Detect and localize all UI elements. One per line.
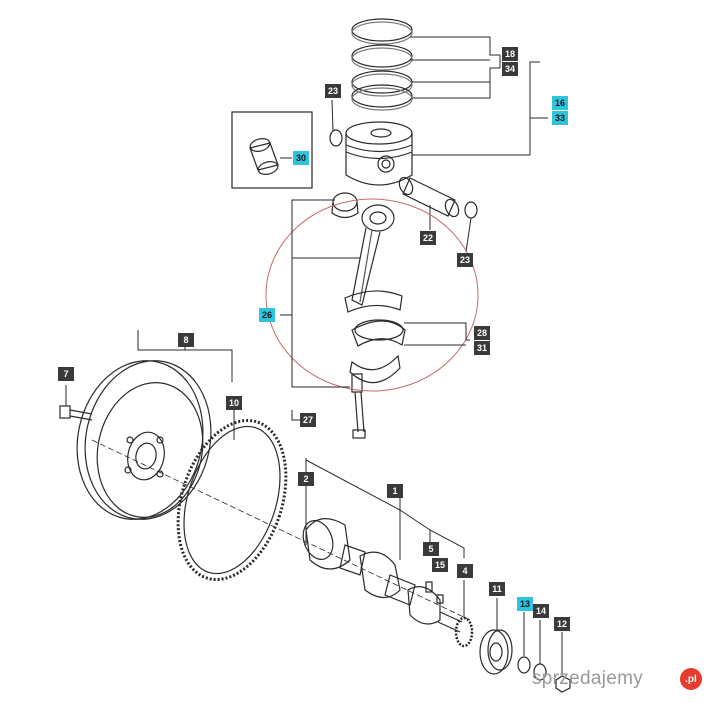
callout-14: 14 (533, 604, 549, 618)
woodruff-key (436, 594, 444, 604)
piston-pin (398, 176, 460, 230)
callout-4: 4 (457, 564, 473, 578)
rod-bracket (280, 199, 470, 421)
crank-nut (555, 632, 571, 693)
crank-bracket (305, 458, 465, 560)
callout-22: 22 (420, 231, 436, 245)
callout-23-right: 23 (457, 253, 473, 267)
callout-23-top: 23 (325, 84, 341, 98)
callout-34: 34 (502, 62, 518, 76)
callout-13: 13 (517, 597, 533, 611)
bushing-box (231, 111, 313, 189)
callout-7: 7 (58, 367, 74, 381)
callout-26: 26 (259, 308, 275, 322)
highlight-circle (265, 198, 479, 392)
callout-30: 30 (293, 151, 309, 165)
callout-31: 31 (474, 341, 490, 355)
callout-12: 12 (554, 617, 570, 631)
ring-leaders (410, 36, 501, 99)
callout-10: 10 (226, 396, 242, 410)
callout-28: 28 (474, 326, 490, 340)
key-5 (425, 581, 433, 593)
callout-18: 18 (502, 47, 518, 61)
callout-2: 2 (298, 472, 314, 486)
rod-bolt (352, 391, 366, 439)
callout-33: 33 (552, 111, 568, 125)
crank-gear (454, 580, 474, 648)
callout-1: 1 (387, 484, 403, 498)
piston-rings (351, 18, 413, 111)
snap-ring-top (329, 99, 343, 147)
watermark-text: sprzedajemy (532, 668, 644, 689)
watermark-logo: .pl (680, 668, 702, 690)
callout-11: 11 (489, 582, 505, 596)
callout-8: 8 (178, 333, 194, 347)
callout-27: 27 (300, 413, 316, 427)
snap-ring-right (464, 201, 478, 253)
callout-15: 15 (432, 558, 448, 572)
callout-16: 16 (552, 96, 568, 110)
crank-pulley (479, 598, 513, 675)
flywheel-bolt (59, 385, 93, 421)
flywheel (76, 360, 212, 520)
crankshaft (302, 518, 463, 633)
callout-5: 5 (423, 542, 439, 556)
washer-13 (517, 656, 531, 674)
piston (345, 121, 413, 186)
connecting-rod (331, 192, 406, 393)
